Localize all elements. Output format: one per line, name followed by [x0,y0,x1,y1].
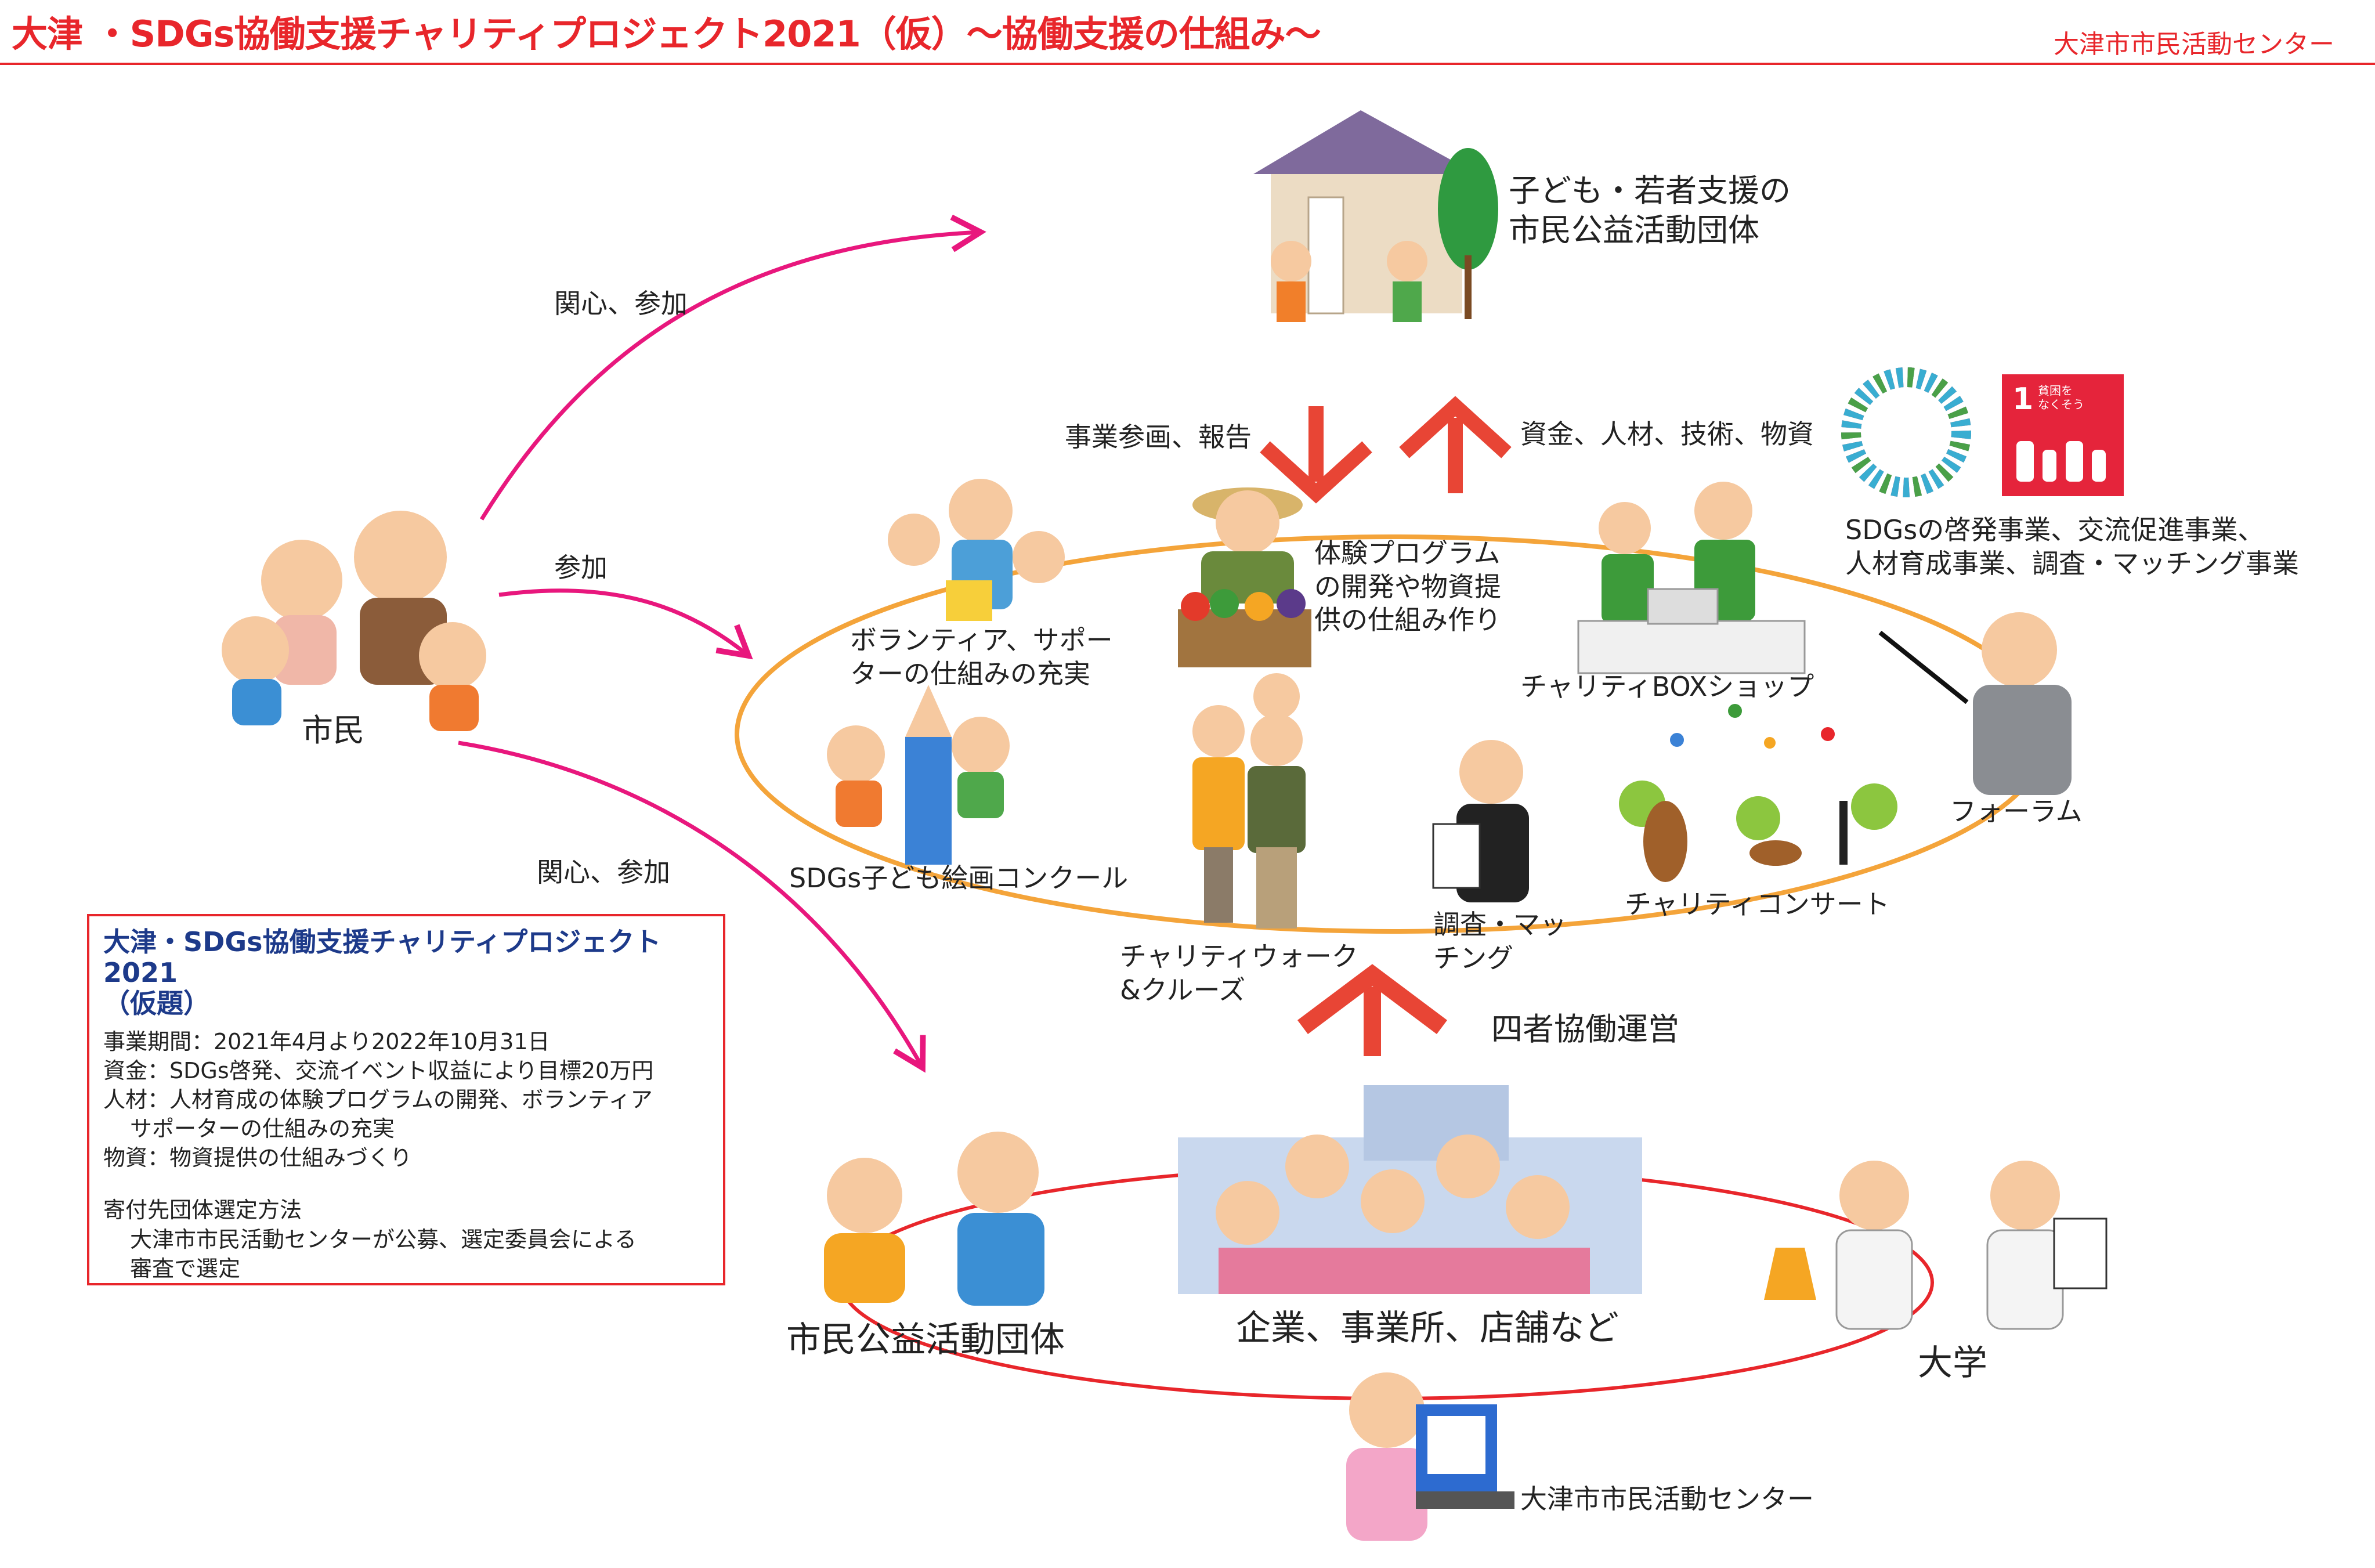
info-selection-2: 審査で選定 [130,1255,241,1281]
concert-illustration [1619,781,1897,882]
info-funds: 資金：SDGs啓発、交流イベント収益により目標20万円 [103,1057,654,1083]
info-box-title: 大津・SDGs協働支援チャリティプロジェクト2021 （仮題） [103,926,661,1019]
activity-charity-concert-label: チャリティコンサート [1625,888,1890,920]
activity-center-illustration [1346,1372,1514,1541]
activity-center-label: 大津市市民活動センター [1520,1483,1814,1515]
sdg-goal-text-1: 貧困を [2038,384,2073,398]
info-people-2: サポーターの仕組みの充実 [130,1116,395,1142]
sdg-goal-1-card: 1 貧困を なくそう [2002,374,2124,496]
citizens-illustration [222,511,486,731]
activity-drawing-contest-label: SDGs子ども絵画コンクール [789,862,1129,894]
arrow-down-business [1260,406,1372,504]
project-info-box: 大津・SDGs協働支援チャリティプロジェクト2021 （仮題） 事業期間：202… [87,914,725,1285]
music-notes-decoration [1670,704,1835,749]
flow-label-business-reporting: 事業参画、報告 [1065,421,1252,453]
youth-support-org-label: 子ども・若者支援の 市民公益活動団体 [1509,172,1791,248]
charity-walk-illustration [1192,673,1306,928]
house-illustration [1253,110,1498,322]
flow-label-interest-top: 関心、参加 [554,288,688,319]
header-divider [0,63,2375,65]
arrow-citizens-to-youth-org [480,214,986,521]
sdg-goal-text-2: なくそう [2038,398,2084,411]
flow-label-participation: 参加 [554,552,608,583]
university-label: 大学 [1918,1343,1987,1383]
forum-speaker-illustration [1878,612,2072,795]
university-illustration [1764,1161,2108,1330]
sdgs-description: SDGsの啓発事業、交流促進事業、 人材育成事業、調査・マッチング事業 [1845,514,2299,579]
arrow-up-resources [1399,396,1512,493]
activity-charity-walk-label: チャリティウォーク &クルーズ [1120,941,1358,1006]
info-selection-1: 大津市市民活動センターが公募、選定委員会による [130,1226,637,1252]
info-period: 事業期間：2021年4月より2022年10月31日 [103,1028,550,1054]
citizens-label: 市民 [302,712,364,749]
info-selection-heading: 寄付先団体選定方法 [103,1197,302,1223]
companies-illustration [1178,1085,1642,1294]
info-goods: 物資：物資提供の仕組みづくり [103,1145,413,1171]
survey-woman-illustration [1432,740,1529,902]
sdgs-wheel-icon [1841,367,1971,497]
sdg-goal-number: 1 [2012,382,2033,417]
farmer-illustration [1178,487,1311,667]
activity-charity-box-shop-label: チャリティBOXショップ [1520,671,1814,702]
volunteer-illustration [888,479,1065,621]
organization-name: 大津市市民活動センター [2054,30,2334,59]
civic-org-illustration [824,1132,1044,1306]
arrow-citizens-to-activities [498,588,753,660]
civic-org-label: 市民公益活動団体 [786,1320,1065,1360]
arrow-up-four-party [1297,964,1447,1056]
flow-label-four-party: 四者協働運営 [1491,1011,1679,1047]
activity-survey-matching-label: 調査・マッ チング [1433,909,1567,974]
companies-label: 企業、事業所、店舗など [1236,1308,1619,1349]
flow-label-interest-bottom: 関心、参加 [537,857,670,888]
arrow-citizens-to-civic-org [458,740,926,1073]
activity-experience-program-label: 体験プログラム の開発や物資提 供の仕組み作り [1314,537,1501,635]
info-people-1: 人材：人材育成の体験プログラムの開発、ボランティア [103,1086,653,1112]
activity-volunteer-label: ボランティア、サポー ターの仕組みの充実 [850,624,1113,689]
drawing-contest-illustration [827,685,1010,865]
shop-illustration [1577,482,1806,674]
activity-forum-label: フォーラム [1950,796,2083,827]
flow-label-resources: 資金、人材、技術、物資 [1520,418,1814,450]
page-title: 大津 ・SDGs協働支援チャリティプロジェクト2021（仮）～協働支援の仕組み～ [12,13,1321,55]
